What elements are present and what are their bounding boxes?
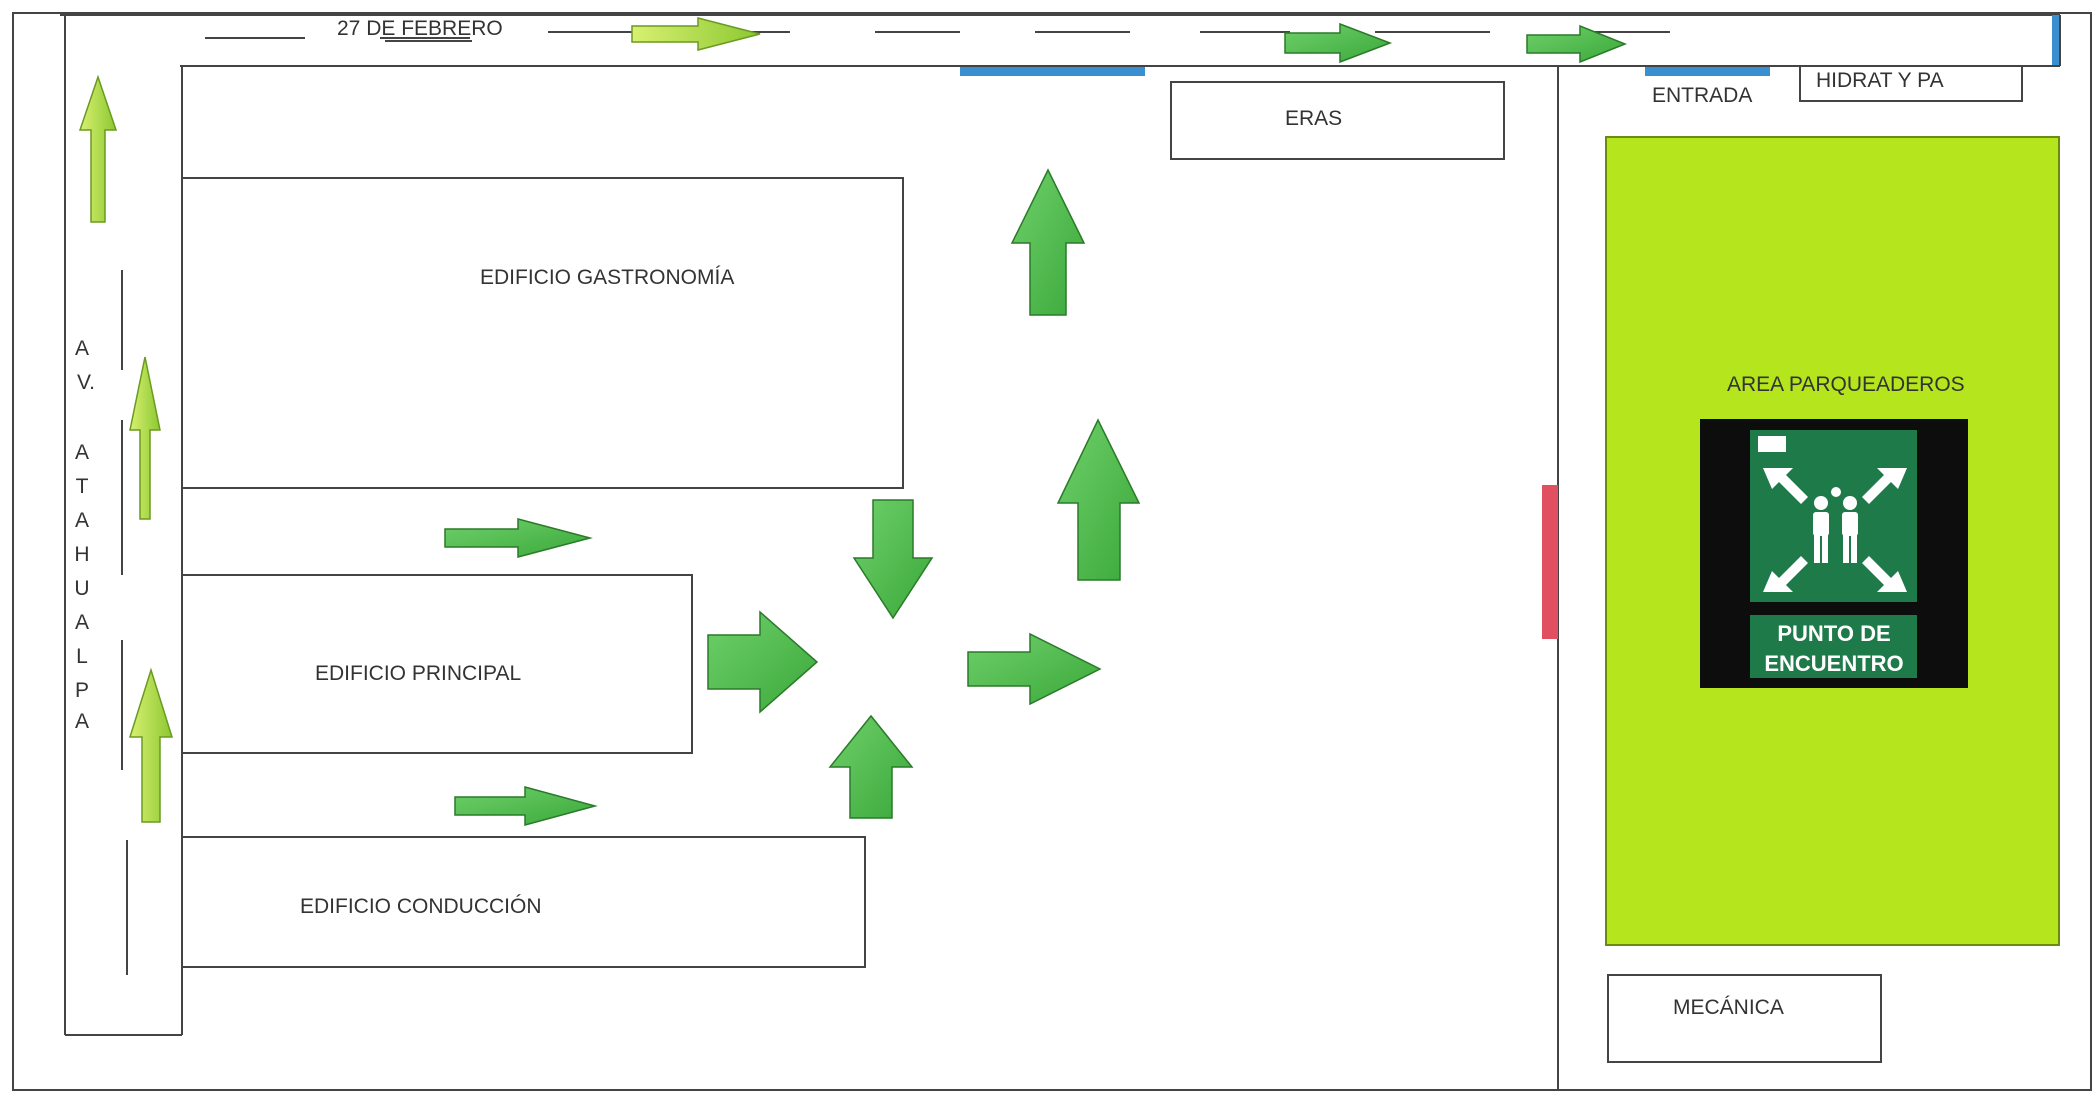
- door-marker-right: [1542, 485, 1558, 639]
- evac-arrow-east-principal: [707, 610, 819, 714]
- evac-arrow-top-2: [1526, 24, 1628, 64]
- top-street-center-dashes: [205, 31, 1670, 39]
- left-letter: A: [75, 710, 89, 733]
- left-letter: A: [75, 611, 89, 634]
- label-parking: AREA PARQUEADEROS: [1727, 373, 1965, 396]
- left-letter: P: [75, 679, 89, 702]
- street-label-left: A V. A T A H U A L P A: [74, 337, 95, 733]
- left-letter: A: [75, 509, 89, 532]
- label-eras: ERAS: [1285, 107, 1342, 130]
- converging-arrows-icon: [1763, 468, 1907, 592]
- left-letter: V.: [77, 371, 95, 394]
- evac-arrow-south: [852, 499, 934, 620]
- building-gastronomia: [181, 177, 904, 489]
- evac-arrow-east-main: [967, 632, 1102, 706]
- left-letter: U: [74, 577, 89, 600]
- sign-line2: ENCUENTRO: [1764, 651, 1903, 676]
- evac-arrow-east-mid: [444, 518, 593, 558]
- label-hidrat: HIDRAT Y PA: [1816, 69, 1944, 92]
- evac-arrow-north-2: [1056, 418, 1141, 581]
- left-letter: T: [76, 475, 89, 498]
- evacuation-arrows: [444, 22, 1628, 826]
- meeting-point-sign: PUNTO DE ENCUENTRO: [1700, 419, 1968, 688]
- street-arrow-up-3: [128, 667, 174, 823]
- label-gastronomia: EDIFICIO GASTRONOMÍA: [480, 266, 734, 289]
- building-eras: [1170, 81, 1505, 160]
- exit-marker-top: [960, 67, 1145, 76]
- label-mecanica: MECÁNICA: [1673, 996, 1784, 1019]
- building-principal: [181, 574, 693, 754]
- street-arrow-up-2: [129, 356, 161, 520]
- left-letter: L: [76, 645, 88, 668]
- evac-arrow-north-1: [1010, 168, 1086, 316]
- people-icon: [1813, 487, 1858, 563]
- street-arrows: [78, 17, 761, 823]
- label-principal: EDIFICIO PRINCIPAL: [315, 662, 521, 685]
- street-arrow-right: [631, 17, 761, 51]
- building-hidrat: [1799, 65, 2023, 102]
- building-mecanica: [1607, 974, 1882, 1063]
- label-conduccion: EDIFICIO CONDUCCIÓN: [300, 895, 542, 918]
- street-arrow-up-1: [78, 74, 118, 223]
- left-letter: A: [75, 441, 89, 464]
- evac-arrow-east-low: [454, 786, 598, 826]
- building-conduccion: [181, 836, 866, 968]
- evac-arrow-top-1: [1284, 22, 1393, 64]
- sign-logo-icon: [1758, 436, 1786, 452]
- left-street-center-dashes: [121, 270, 128, 975]
- outer-border: [12, 12, 2092, 1091]
- sign-line1: PUNTO DE: [1777, 621, 1890, 646]
- evac-arrow-up-bottom: [828, 714, 914, 819]
- top-right-blue-marker: [2052, 15, 2059, 65]
- label-entrada: ENTRADA: [1652, 84, 1752, 107]
- street-label-top: 27 DE FEBRERO: [337, 17, 503, 40]
- entrance-marker: [1645, 67, 1770, 76]
- left-letter: A: [75, 337, 89, 360]
- left-letter: H: [74, 543, 89, 566]
